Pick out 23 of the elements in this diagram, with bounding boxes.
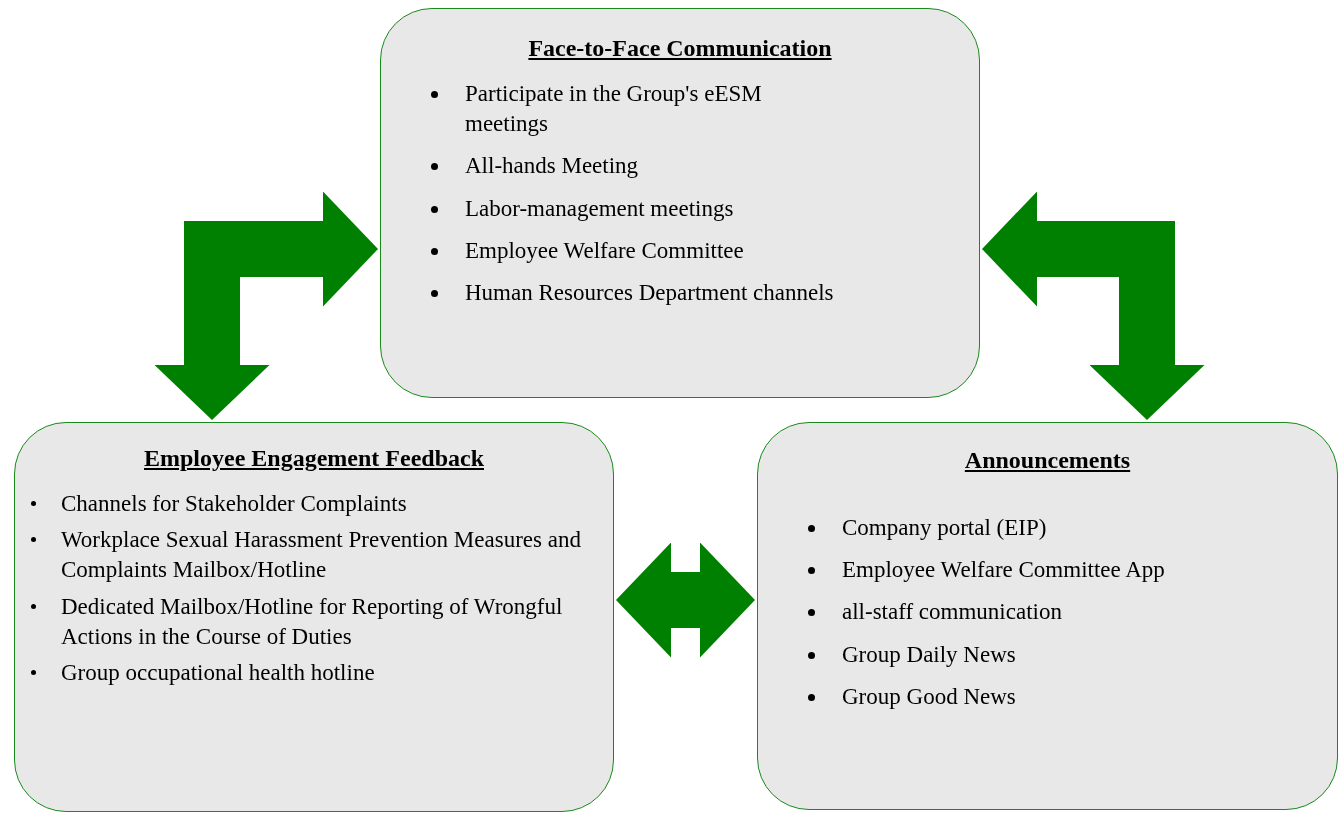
- block-arrow: [154, 191, 378, 420]
- rounded-box: [14, 422, 614, 812]
- list-item: Group occupational health hotline: [61, 660, 375, 686]
- box-heading: Announcements: [963, 446, 1132, 475]
- list-item: Channels for Stakeholder Complaints: [61, 490, 407, 516]
- list-item: Group Good News: [842, 684, 1016, 710]
- list-item: All-hands Meeting: [465, 153, 639, 179]
- list-item: all-staff communication: [842, 599, 1062, 625]
- block-arrow: [616, 542, 755, 658]
- list-item: Employee Welfare Committee: [465, 238, 744, 264]
- box-heading: Employee Engagement Feedback: [143, 444, 485, 473]
- block-arrow: [982, 191, 1205, 420]
- list-item: Employee Welfare Committee App: [842, 557, 1165, 583]
- list-item: Labor-management meetings: [465, 195, 734, 221]
- list-item: Participate in the Group's eESM meetings: [465, 80, 762, 137]
- list-item: Company portal (EIP): [842, 514, 1047, 540]
- list-item: Workplace Sexual Harassment Prevention Measures and Complaints Mailbox/Hotline: [61, 527, 581, 583]
- rounded-box: [757, 422, 1338, 810]
- list-item: Dedicated Mailbox/Hotline for Reporting of Wrongful Actions in the Course of Duties: [61, 593, 563, 650]
- list-item: Human Resources Department channels: [465, 280, 834, 306]
- box-heading: Face-to-Face Communication: [527, 34, 833, 63]
- rounded-box: [380, 8, 980, 398]
- list-item: Group Daily News: [842, 641, 1016, 667]
